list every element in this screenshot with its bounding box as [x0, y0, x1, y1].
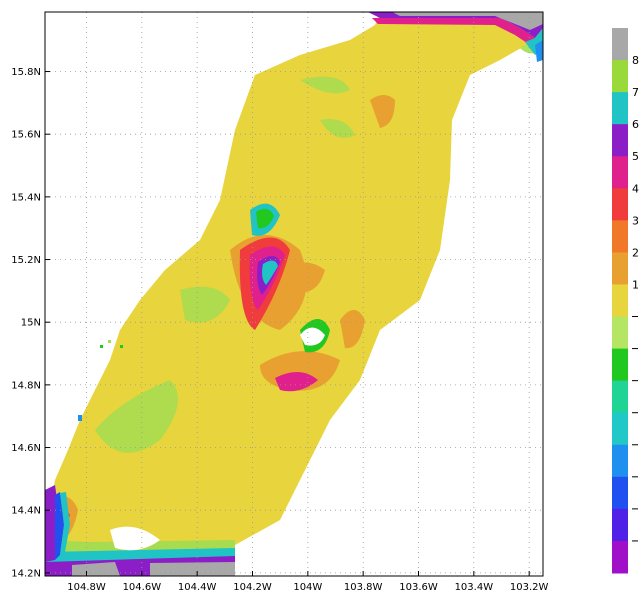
- x-tick-label: 104.8W: [67, 582, 106, 593]
- x-tick-label: 104W: [293, 582, 322, 593]
- x-tick-label: 103.6W: [399, 582, 438, 593]
- grid-lines: [45, 12, 543, 576]
- x-tick-label: 103.4W: [455, 582, 494, 593]
- colorbar-label: 4: [632, 182, 639, 195]
- field-cyan: [262, 260, 278, 285]
- colorbar-label: 1: [632, 278, 639, 291]
- x-axis: 104.8W 104.6W 104.4W 104.2W 104W 103.8W 103.6W…: [67, 571, 549, 593]
- land-top-right: [392, 12, 543, 30]
- field-orange-3: [370, 95, 395, 128]
- colorbar-label: 8: [632, 54, 639, 67]
- colorbar-swatch: [612, 508, 628, 542]
- hole-1: [300, 327, 325, 346]
- field-green-1: [95, 380, 178, 453]
- stray-point-blue: [78, 415, 82, 421]
- x-tick-label: 103.2W: [510, 582, 549, 593]
- field-green-5: [320, 119, 355, 138]
- colorbar-swatch: [612, 60, 628, 93]
- colorbar-swatch: [612, 92, 628, 125]
- y-tick-label: 15.8N: [11, 67, 41, 78]
- colorbar-swatch: [612, 444, 628, 478]
- x-tick-label: 103.8W: [344, 582, 383, 593]
- field-green-4: [300, 76, 350, 94]
- colorbar-swatch: [612, 252, 628, 285]
- y-tick-label: 15N: [21, 318, 41, 329]
- y-tick-label: 14.2N: [11, 568, 41, 579]
- x-tick-label: 104.6W: [123, 582, 162, 593]
- colorbar-swatch: [612, 156, 628, 189]
- coastal-top-blue: [535, 40, 543, 62]
- colorbar-swatch: [612, 284, 628, 318]
- colorbar-swatch: [612, 380, 628, 414]
- field-orange-5: [340, 310, 365, 349]
- y-tick-label: 15.6N: [11, 130, 41, 141]
- colorbar-swatch: [612, 348, 628, 382]
- field-magenta-2: [275, 371, 318, 392]
- y-tick-label: 15.4N: [11, 192, 41, 203]
- colorbar-swatch: [612, 476, 628, 510]
- colorbar-swatch: [612, 540, 628, 574]
- y-axis: 14.2N 14.4N 14.6N 14.8N 15N 15.2N 15.4N 15.6N 15…: [11, 67, 50, 579]
- colorbar-swatch: [612, 28, 628, 61]
- coastal-cyan: [45, 548, 235, 562]
- hole-2: [110, 526, 160, 551]
- colorbar-label: 2: [632, 246, 639, 259]
- colorbar-swatch: [612, 316, 628, 350]
- coastal-top-magenta: [372, 18, 535, 45]
- field-green-7: [256, 208, 274, 229]
- field-green-2: [180, 286, 230, 323]
- colorbar-swatch: [612, 412, 628, 446]
- land-bottom-2: [150, 562, 235, 576]
- y-tick-label: 15.2N: [11, 255, 41, 266]
- stray-point-green-1: [100, 345, 103, 348]
- land-bottom: [72, 562, 120, 576]
- colorbar-label: 3: [632, 214, 639, 227]
- colorbar-label: 6: [632, 118, 639, 131]
- y-tick-label: 14.8N: [11, 380, 41, 391]
- colorbar: 8 7 6 5 4 3 2 1: [612, 28, 639, 574]
- plot-frame: [44, 11, 544, 577]
- x-tick-label: 104.2W: [233, 582, 272, 593]
- plot-area: [45, 12, 543, 576]
- stray-point-lightgreen: [108, 340, 111, 343]
- field-orange-4: [285, 262, 325, 293]
- colorbar-swatch: [612, 220, 628, 253]
- coastal-cyan-left: [60, 492, 70, 555]
- y-tick-label: 14.4N: [11, 506, 41, 517]
- colorbar-swatch: [612, 188, 628, 221]
- colorbar-label: 7: [632, 86, 639, 99]
- x-tick-label: 104.4W: [178, 582, 217, 593]
- coastal-blue-left: [55, 492, 64, 560]
- stray-point-green-2: [120, 345, 123, 348]
- colorbar-swatch: [612, 124, 628, 157]
- y-tick-label: 14.6N: [11, 443, 41, 454]
- colorbar-label: 5: [632, 150, 639, 163]
